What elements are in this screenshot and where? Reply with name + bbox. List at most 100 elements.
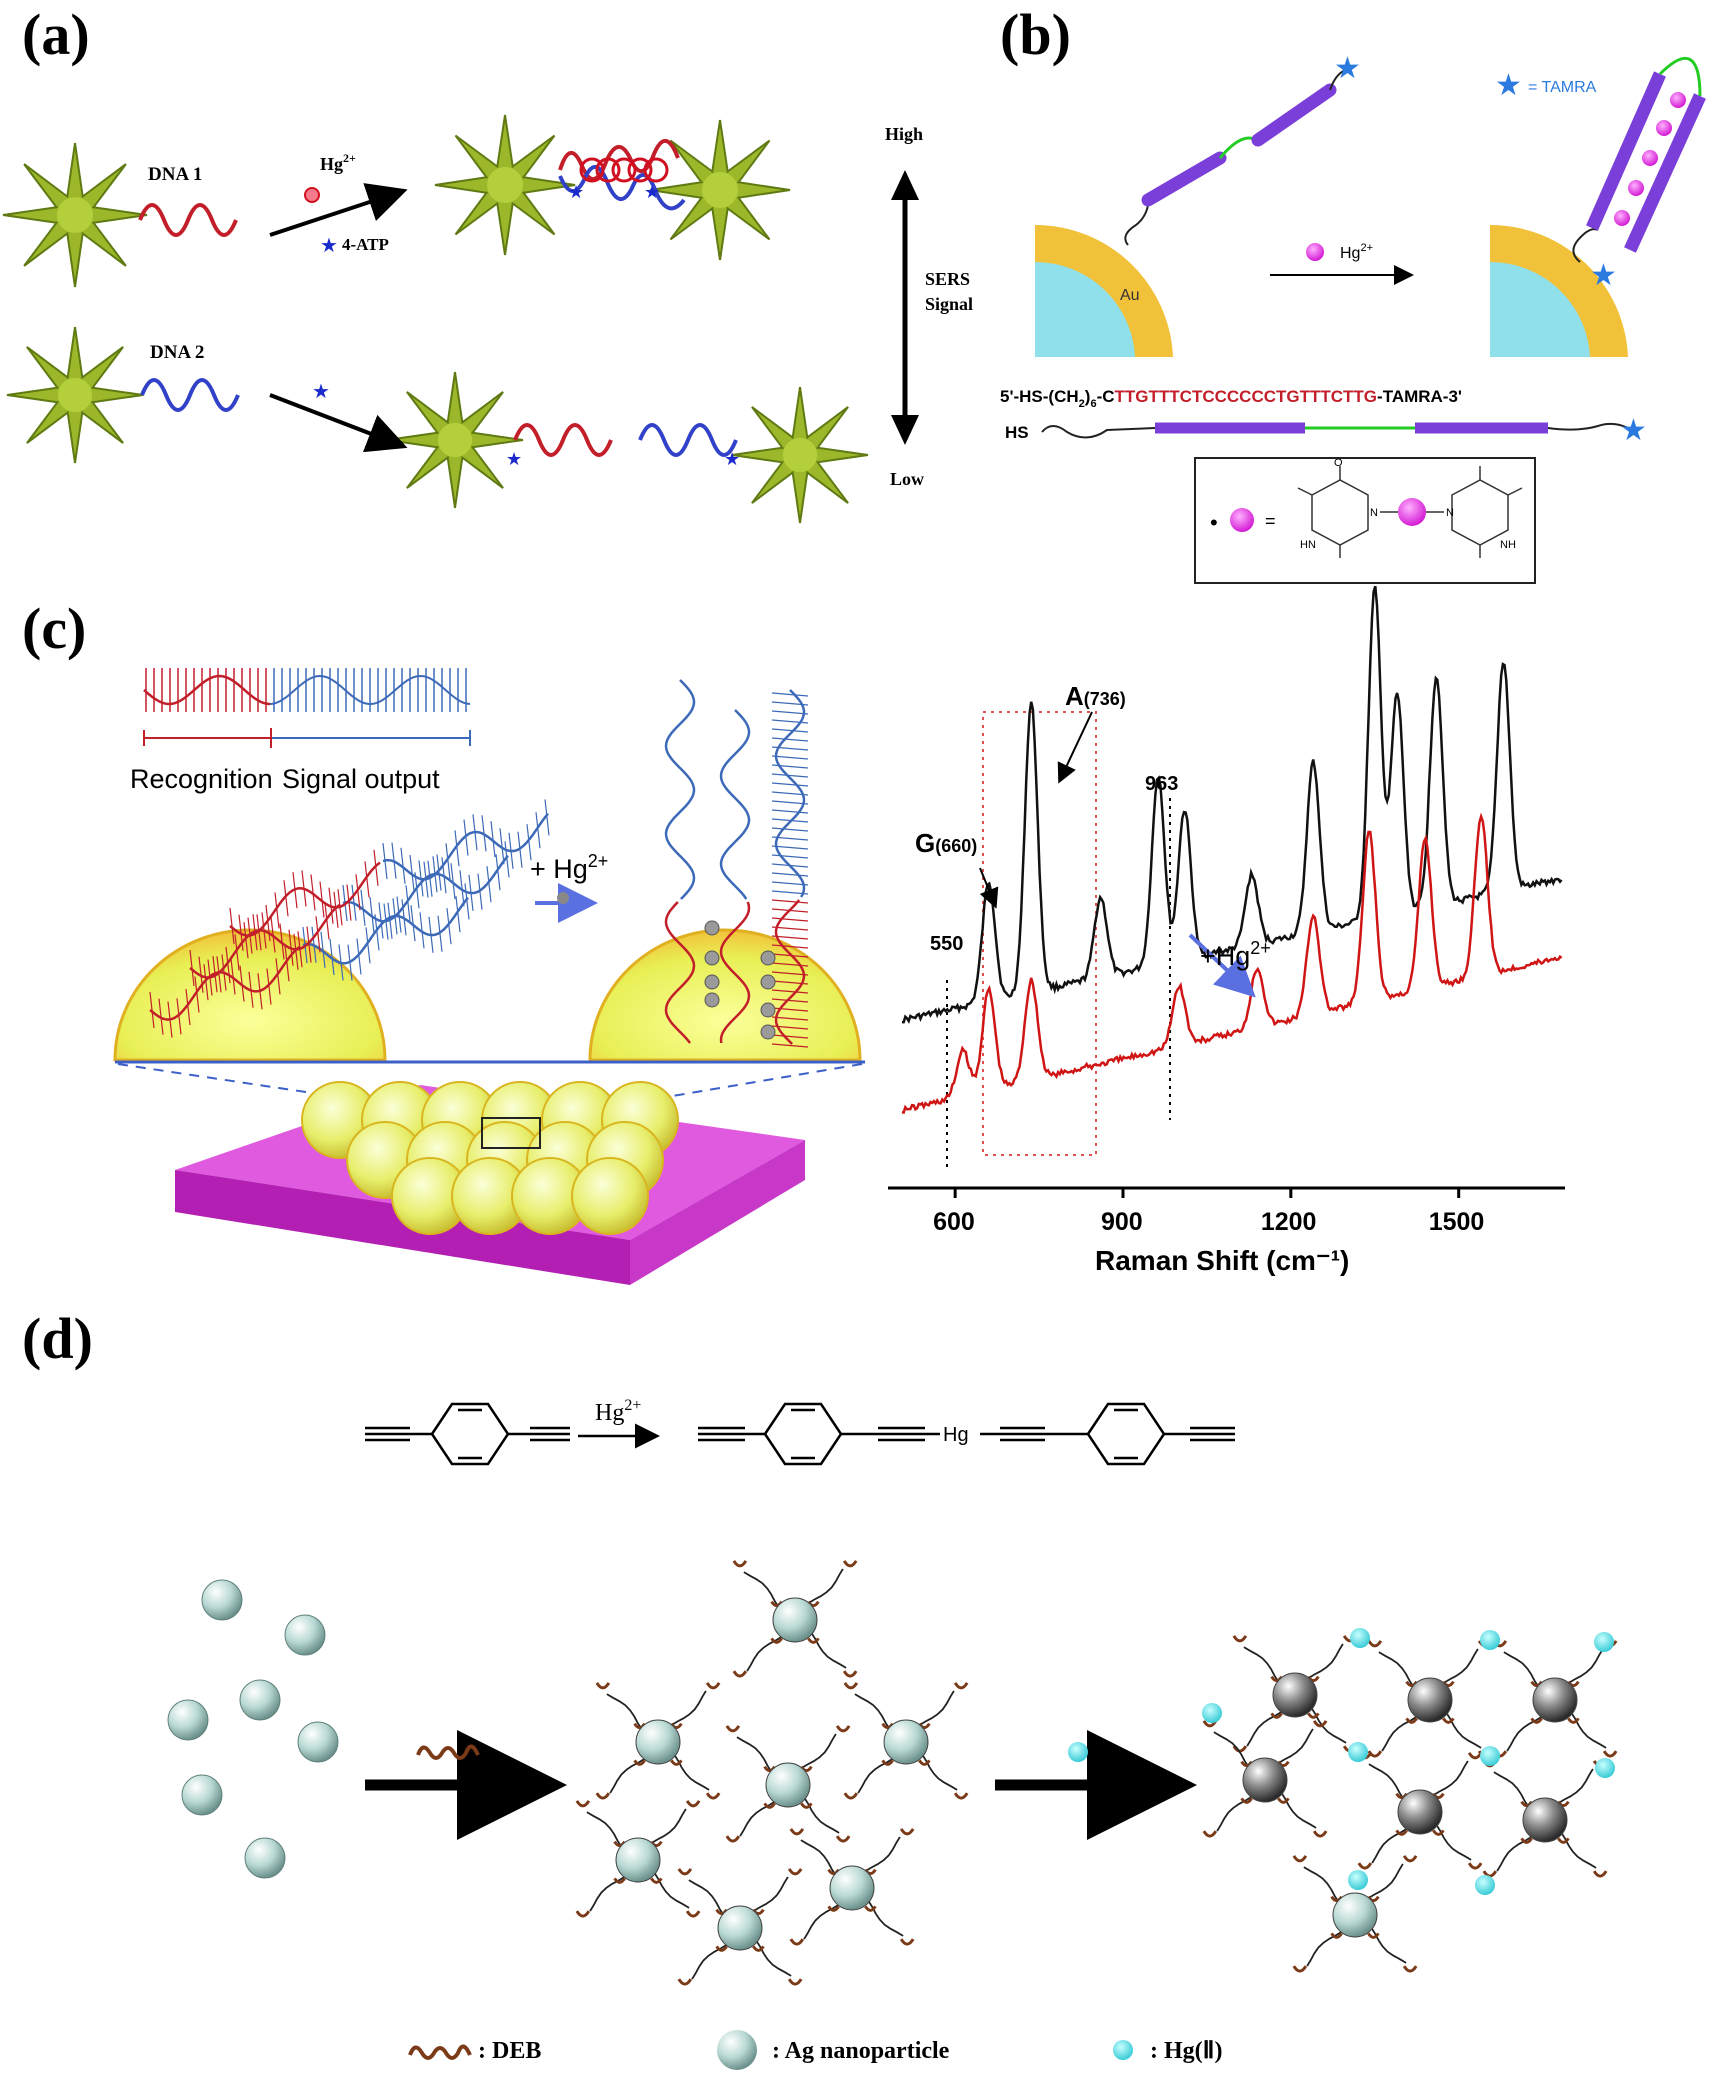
sers-axis-up-arrow xyxy=(891,170,919,200)
thymine-right-icon xyxy=(1451,466,1523,558)
standing-recognition-strand xyxy=(774,899,806,1045)
base-pair-tick xyxy=(771,764,809,769)
panel-c: Recognition Signal output + Hg2+ xyxy=(113,585,1565,1285)
deb-anchor xyxy=(1395,1829,1408,1836)
deb-legend-icon xyxy=(408,2044,472,2060)
tamra-star-probe: ★ xyxy=(1334,52,1361,85)
ag-nanoparticle xyxy=(284,1614,326,1656)
base-pair-tick xyxy=(464,883,470,920)
thymine-left-icon xyxy=(1297,466,1369,558)
ag-nanoparticles-dispersed xyxy=(167,1579,339,1879)
hg-ion-legend xyxy=(1230,508,1254,532)
base-pair-tick xyxy=(771,1007,809,1012)
deb-anchor xyxy=(1405,1717,1418,1724)
standing-recognition-strand xyxy=(719,901,751,1044)
ag-nanoparticle xyxy=(635,1719,681,1765)
gold-nanostar-2 xyxy=(6,326,144,464)
deb-terminus xyxy=(1232,1635,1248,1643)
base-pair-tick xyxy=(771,845,809,850)
base-pair-tick xyxy=(495,854,501,891)
hg-ion xyxy=(1475,1875,1495,1895)
gold-nanostar-1 xyxy=(2,142,148,288)
base-pair-tick xyxy=(373,849,379,886)
hg-ion-icon-b xyxy=(1306,243,1324,261)
probe-linker-left xyxy=(1124,204,1149,246)
deb-anchor xyxy=(1432,1829,1445,1836)
deb-terminus xyxy=(835,1725,851,1733)
deb-terminus xyxy=(677,1868,693,1876)
au-dome-right xyxy=(588,928,862,1062)
probe-end-linker xyxy=(1329,69,1346,91)
probe-segment-1 xyxy=(1141,151,1227,207)
hg-ion xyxy=(760,950,776,966)
deb-anchor xyxy=(763,1802,776,1809)
annotation-g660-arrow xyxy=(979,867,999,909)
base-pair-tick xyxy=(771,1043,809,1048)
tamra-star-schematic: ★ xyxy=(1620,414,1647,447)
base-pair-tick xyxy=(771,1016,809,1021)
standing-signal-strand xyxy=(664,679,696,900)
deb-anchor xyxy=(1270,1712,1283,1719)
base-pair-tick xyxy=(243,922,249,959)
x-tick-label: 1500 xyxy=(1429,1208,1485,1236)
base-pair-tick xyxy=(396,896,402,933)
au-dome-left xyxy=(113,928,387,1062)
dna2-strand xyxy=(140,378,240,412)
ag-nanoparticle xyxy=(297,1721,339,1763)
hg-ion xyxy=(1595,1758,1615,1778)
ag-legend-label: : Ag nanoparticle xyxy=(772,2038,950,2064)
recognition-strand xyxy=(143,674,271,706)
deb-terminus xyxy=(1312,1830,1328,1838)
deb-anchor xyxy=(1240,1797,1253,1804)
ag-nanoparticle xyxy=(167,1699,209,1741)
base-pair-tick xyxy=(176,998,182,1035)
base-pair-tick xyxy=(256,914,262,951)
hairpin-linker xyxy=(1572,228,1599,263)
deb-terminus xyxy=(705,1682,721,1690)
deb-anchor xyxy=(770,1637,783,1644)
deb-terminus xyxy=(787,1978,803,1986)
base-pair-tick xyxy=(315,916,321,953)
x-tick-label: 600 xyxy=(933,1208,975,1236)
standing-signal-strand xyxy=(774,689,806,898)
probe-schematic xyxy=(1041,425,1156,439)
standing-dna-strands xyxy=(664,679,809,1048)
base-pair-tick xyxy=(771,800,809,805)
ag-nanoparticle xyxy=(201,1579,243,1621)
sers-label-2: Signal xyxy=(925,294,973,314)
deb-terminus xyxy=(1402,1965,1418,1973)
deb-terminus xyxy=(899,1938,915,1946)
ag-nanoparticle xyxy=(181,1774,223,1816)
hg-legend-label: : Hg(Ⅱ) xyxy=(1150,2038,1222,2064)
hg-label: Hg2+ xyxy=(320,151,356,174)
deb-terminus xyxy=(842,1560,858,1568)
deb-terminus xyxy=(595,1682,611,1690)
deb-anchor xyxy=(1567,1717,1580,1724)
base-pair-tick xyxy=(234,934,240,971)
deb-terminus xyxy=(575,1800,591,1808)
hg-ion-icon-d xyxy=(1068,1742,1088,1762)
base-pair-tick xyxy=(504,841,510,878)
dna1-label: DNA 1 xyxy=(148,164,202,185)
hg-center-label: Hg xyxy=(943,1424,969,1446)
base-pair-tick xyxy=(771,710,809,715)
base-pair-tick xyxy=(274,892,280,929)
base-pair-tick xyxy=(414,872,420,909)
deb-terminus xyxy=(1367,1640,1383,1648)
base-pair-tick xyxy=(771,854,809,859)
standing-recognition-strand xyxy=(664,901,696,1044)
hg-reaction-label: Hg2+ xyxy=(595,1397,641,1426)
deb-terminus xyxy=(1602,1750,1618,1758)
base-pair-tick xyxy=(265,905,271,942)
ag-nanoparticle xyxy=(615,1837,661,1883)
ag-nanoparticle xyxy=(717,1905,763,1951)
deb-terminus xyxy=(787,1868,803,1876)
zoom-line-left xyxy=(117,1063,481,1119)
ag-nanoparticle xyxy=(1532,1677,1578,1723)
deb-anchor xyxy=(1530,1717,1543,1724)
hg-ion xyxy=(1480,1746,1500,1766)
atp-star-free-1: ★ xyxy=(506,449,522,469)
hg-ions-hairpin xyxy=(1614,92,1686,226)
gold-nanostar-6 xyxy=(731,386,869,524)
